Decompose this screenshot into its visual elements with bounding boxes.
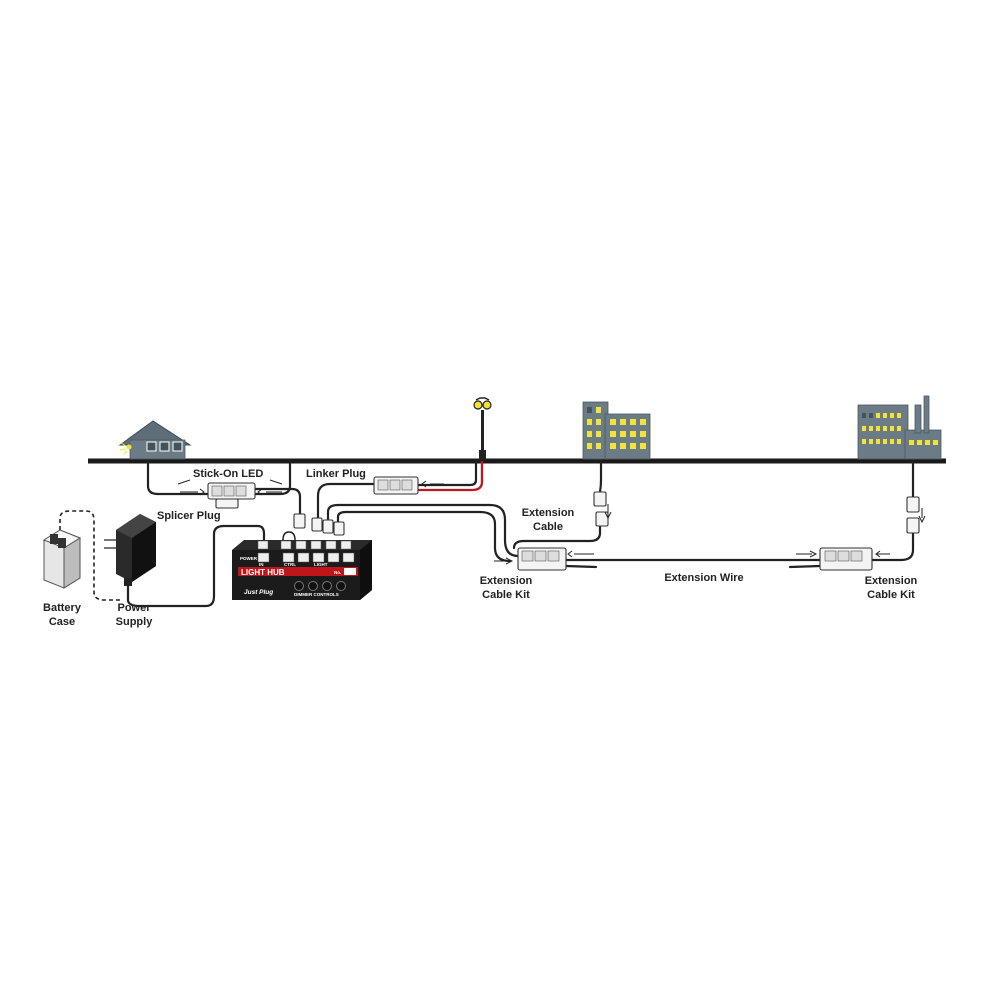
extension-cable-kit-right-label-line2: Cable Kit <box>867 589 915 601</box>
battery-case-label-line2: Case <box>49 616 75 628</box>
building-window <box>610 419 616 425</box>
building-window <box>640 443 646 449</box>
factory-icon <box>857 395 942 460</box>
building-window <box>862 439 866 444</box>
extension-cable-plug[interactable] <box>593 491 609 527</box>
hub-ctrl-label: CTRL <box>284 562 296 567</box>
building-window <box>630 431 636 437</box>
building-window <box>876 426 880 431</box>
dimmer-knob-1[interactable] <box>294 581 304 591</box>
building-window <box>890 439 894 444</box>
hub-power-label: POWER <box>240 556 258 561</box>
building-window <box>630 419 636 425</box>
building-window <box>620 443 626 449</box>
extension-cable-kit-left-label: Extension <box>480 575 533 587</box>
hub-title: LIGHT HUB <box>241 568 285 577</box>
building-window <box>620 419 626 425</box>
building-window <box>587 431 592 437</box>
splicer-plug[interactable] <box>207 482 256 509</box>
hub-brand: Just Plug <box>244 589 273 596</box>
extension-cable-label: Extension <box>522 507 575 519</box>
extension-cable-kit-right-label: Extension <box>865 575 918 587</box>
extension-cable-label-line2: Cable <box>533 521 563 533</box>
building-window <box>909 440 914 445</box>
building-window <box>587 443 592 449</box>
extension-cable-plug-right[interactable] <box>906 496 920 534</box>
building-window <box>596 443 601 449</box>
building-window <box>890 426 894 431</box>
street-lamp-icon <box>473 397 492 460</box>
building-window <box>869 413 873 418</box>
power-supply-label-line2: Supply <box>116 616 154 628</box>
power-supply-label: Power <box>117 602 151 614</box>
power-supply-icon <box>104 514 156 586</box>
stick-on-led-label: Stick-On LED <box>193 468 263 480</box>
splicer-plug-label: Splicer Plug <box>157 510 221 522</box>
building-window <box>897 426 901 431</box>
building-window <box>869 426 873 431</box>
building-window <box>869 439 873 444</box>
building-window <box>876 439 880 444</box>
building-window <box>925 440 930 445</box>
hub-in-label: IN <box>259 562 264 567</box>
dimmer-knob-4[interactable] <box>336 581 346 591</box>
building-window <box>587 407 592 413</box>
building-window <box>640 419 646 425</box>
building-window <box>596 407 601 413</box>
building-window <box>862 426 866 431</box>
building-window <box>917 440 922 445</box>
direction-arrows <box>177 479 926 565</box>
extension-wire-label: Extension Wire <box>664 572 743 584</box>
extension-cable-kit-left-label-line2: Cable Kit <box>482 589 530 601</box>
building-window <box>933 440 938 445</box>
dimmer-knob-2[interactable] <box>308 581 318 591</box>
linker-plug[interactable] <box>373 476 419 495</box>
building-window <box>883 413 887 418</box>
building-window <box>610 431 616 437</box>
building-window <box>897 413 901 418</box>
building-window <box>630 443 636 449</box>
building-window <box>883 439 887 444</box>
building-window <box>862 413 866 418</box>
office-building-icon <box>582 401 651 460</box>
dimmer-knob-3[interactable] <box>322 581 332 591</box>
building-window <box>587 419 592 425</box>
battery-case-icon <box>42 529 82 589</box>
linker-plug-label: Linker Plug <box>306 468 366 480</box>
hub-dimmer-label: DIMMER CONTROLS <box>294 592 339 597</box>
building-window <box>596 431 601 437</box>
building-window <box>620 431 626 437</box>
battery-case-label: Battery <box>43 602 82 614</box>
building-window <box>897 439 901 444</box>
hub-model-label: No. <box>334 570 341 575</box>
extension-cable-kit-left[interactable] <box>517 547 567 571</box>
building-window <box>890 413 894 418</box>
building-window <box>883 426 887 431</box>
building-window <box>596 419 601 425</box>
house-icon <box>118 420 192 460</box>
extension-cable-kit-right[interactable] <box>819 547 873 571</box>
light-hub[interactable]: POWER IN CTRL LIGHT LIGHT HUB No. Just P… <box>232 513 372 600</box>
building-window <box>610 443 616 449</box>
hub-light-label: LIGHT <box>314 562 328 567</box>
building-window <box>640 431 646 437</box>
building-window <box>876 413 880 418</box>
